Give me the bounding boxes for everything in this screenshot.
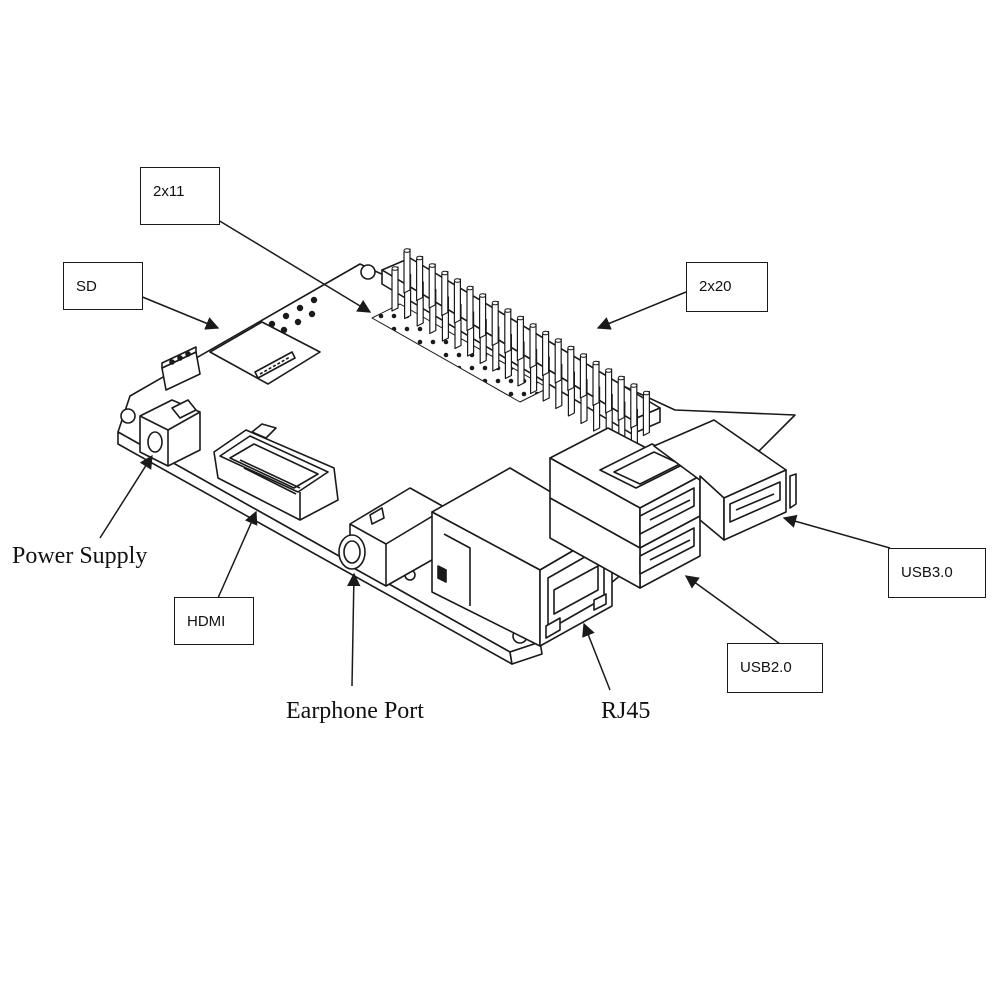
header-pin (617, 375, 625, 422)
header-pin (542, 330, 550, 377)
header-pin-tip (642, 390, 650, 396)
arrow-hdmi (217, 510, 258, 599)
header-pin (441, 270, 449, 317)
arrow-usb3 (782, 514, 891, 549)
header-pin-tip (403, 248, 411, 253)
header-pin-tip (605, 368, 613, 373)
header-pin-tip (529, 323, 537, 328)
header-pin-tip (391, 266, 399, 271)
header-pin-tip (466, 285, 474, 291)
label-usb3: USB3.0 (901, 564, 953, 581)
arrow-power (99, 454, 153, 539)
small-components (268, 296, 318, 334)
header-pin-tip (630, 383, 638, 388)
header-pin (504, 308, 512, 354)
label-box-2x11: 2x11 (140, 167, 220, 225)
header-pin (579, 353, 587, 399)
header-pin (479, 293, 487, 339)
arrow-earphone (347, 572, 361, 687)
header-pin (391, 266, 399, 312)
header-pin-tip (441, 270, 449, 276)
header-pin (642, 390, 650, 437)
label-sd: SD (76, 278, 97, 295)
arrow-2x20 (596, 291, 687, 330)
usb2-ports (549, 427, 701, 589)
sd-card-chip (209, 321, 321, 385)
header-pin (630, 383, 638, 429)
three-pin-connector (161, 346, 201, 391)
header-pin (516, 315, 524, 362)
header-pin-tip (491, 300, 499, 306)
label-2x20: 2x20 (699, 278, 732, 295)
header-pin (529, 323, 537, 369)
label-box-sd: SD (63, 262, 143, 310)
header-pin-tip (416, 255, 424, 261)
label-box-usb3: USB3.0 (888, 548, 986, 598)
header-pin (428, 263, 436, 309)
label-usb2: USB2.0 (740, 659, 792, 676)
header-pin-tip (617, 375, 625, 381)
header-pin-tip (479, 293, 487, 298)
header-pin (592, 360, 600, 407)
power-jack (139, 399, 201, 467)
header-pin (453, 278, 461, 324)
header-pin-tip (428, 263, 436, 268)
earphone-jack (338, 487, 447, 587)
hdmi-connector (213, 423, 339, 521)
header-pin-tip (542, 330, 550, 336)
label-box-2x20: 2x20 (686, 262, 768, 312)
arrow-2x11 (217, 219, 372, 313)
usb3-port (653, 419, 797, 541)
arrow-rj45 (582, 622, 611, 691)
label-2x11: 2x11 (153, 183, 185, 200)
label-box-hdmi: HDMI (174, 597, 254, 645)
header-pin (554, 338, 562, 384)
header-pin-tip (592, 360, 600, 366)
arrow-sd (139, 295, 220, 330)
label-rj45: RJ45 (601, 698, 651, 724)
label-box-usb2: USB2.0 (727, 643, 823, 693)
header-pin-tip (579, 353, 587, 358)
label-earphone-port: Earphone Port (286, 698, 424, 724)
header-pin (403, 248, 411, 294)
header-pin (491, 300, 499, 347)
header-pin (466, 285, 474, 332)
header-pin (567, 345, 575, 392)
header-pin (605, 368, 613, 414)
header-pin-tip (567, 345, 575, 351)
header-pin-tip (453, 278, 461, 283)
header-2x20-pins (391, 248, 650, 455)
arrow-usb2 (684, 575, 781, 645)
header-pin (416, 255, 424, 302)
label-hdmi: HDMI (187, 613, 226, 630)
header-pin-tip (516, 315, 524, 321)
label-power-supply: Power Supply (12, 543, 148, 569)
header-pin-tip (554, 338, 562, 343)
header-pin-tip (504, 308, 512, 313)
